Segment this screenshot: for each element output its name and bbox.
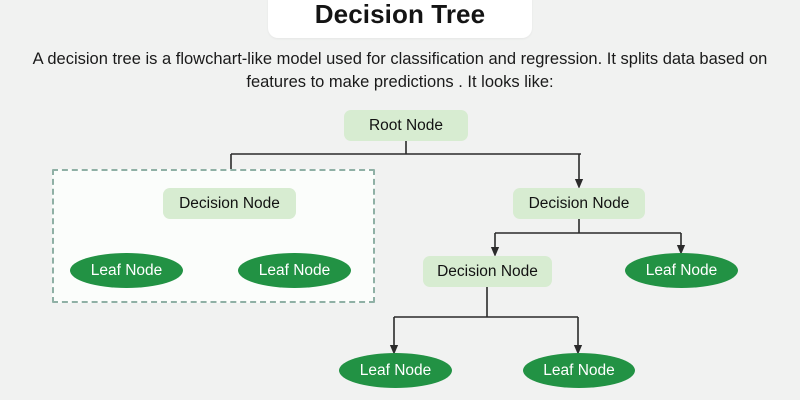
node-label: Leaf Node: [359, 361, 432, 379]
node-decision-node-left[interactable]: Decision Node: [163, 188, 296, 219]
node-label: Leaf Node: [543, 361, 615, 379]
node-decision-node-right[interactable]: Decision Node: [513, 188, 645, 219]
node-label: Decision Node: [179, 194, 280, 212]
node-label: Decision Node: [437, 262, 538, 280]
node-leaf-node-2[interactable]: Leaf Node: [238, 253, 351, 288]
node-decision-node-middle[interactable]: Decision Node: [423, 256, 552, 287]
title-card: Decision Tree: [268, 0, 532, 38]
page-title: Decision Tree: [314, 0, 486, 29]
node-leaf-node-3[interactable]: Leaf Node: [625, 253, 738, 288]
node-root-node[interactable]: Root Node: [344, 110, 468, 141]
node-label: Leaf Node: [258, 261, 331, 279]
node-label: Decision Node: [528, 194, 630, 212]
node-label: Root Node: [368, 116, 444, 134]
node-leaf-node-5[interactable]: Leaf Node: [523, 353, 635, 388]
node-label: Leaf Node: [645, 261, 718, 279]
node-label: Leaf Node: [90, 261, 163, 279]
node-leaf-node-1[interactable]: Leaf Node: [70, 253, 183, 288]
description-text: A decision tree is a flowchart-like mode…: [32, 50, 768, 92]
node-leaf-node-4[interactable]: Leaf Node: [339, 353, 452, 388]
